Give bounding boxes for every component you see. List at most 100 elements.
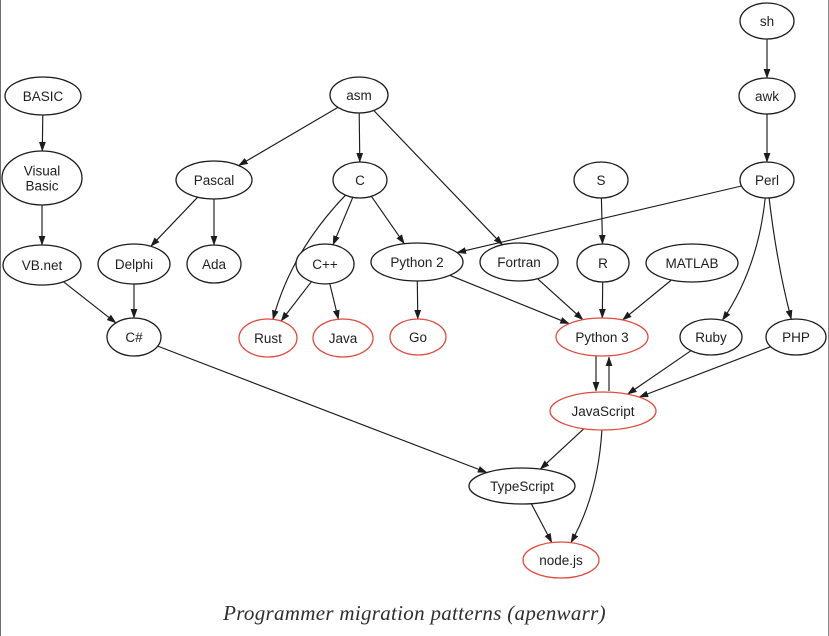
node-perl: Perl: [739, 161, 795, 199]
node-label: Go: [409, 330, 427, 345]
edge-python2-to-python3: [449, 274, 570, 325]
edge-typescript-to-nodejs: [530, 503, 553, 544]
edge-c-to-python2: [370, 195, 405, 245]
node-c: C: [332, 161, 388, 199]
node-label: JavaScript: [571, 404, 634, 419]
node-label: C: [355, 173, 365, 188]
node-label: MATLAB: [665, 256, 718, 271]
edge-asm-to-pascal: [238, 106, 339, 166]
edge-javascript-to-nodejs: [570, 429, 603, 544]
node-ellipse: [468, 467, 576, 505]
node-label: Java: [329, 331, 358, 346]
node-ellipse: [739, 2, 795, 40]
edge-vbnet-to-csharp: [63, 281, 117, 324]
edge-s-to-r: [598, 197, 606, 245]
node-ellipse: [295, 243, 355, 285]
node-sh: sh: [739, 2, 795, 40]
edge-cpp-to-java: [329, 283, 340, 320]
node-ellipse-highlighted: [555, 317, 649, 357]
node-label: Rust: [254, 331, 282, 346]
node-ellipse: [175, 160, 253, 200]
edge-perl-to-php: [768, 197, 793, 320]
node-r: R: [576, 243, 630, 283]
node-java: Java: [312, 318, 374, 358]
node-label: Python 3: [575, 330, 628, 345]
node-ellipse: [106, 317, 162, 357]
edge-fortran-to-python3: [537, 278, 584, 321]
node-typescript: TypeScript: [468, 467, 576, 505]
edge-python2-to-go: [414, 280, 422, 320]
edge-pascal-to-delphi: [150, 196, 199, 247]
node-label: Visual: [24, 163, 61, 178]
node-ellipse: [573, 161, 629, 199]
node-label: Fortran: [497, 255, 541, 270]
edge-matlab-to-python3: [622, 279, 672, 321]
node-ellipse-highlighted: [549, 391, 657, 431]
node-vbnet: VB.net: [2, 244, 82, 286]
node-basic: BASIC: [4, 76, 82, 116]
edge-basic-to-vbasic: [39, 114, 46, 152]
node-go: Go: [389, 318, 447, 356]
edge-c-to-cpp: [332, 197, 354, 246]
node-python3: Python 3: [555, 317, 649, 357]
node-pascal: Pascal: [175, 160, 253, 200]
node-label: Ruby: [695, 330, 727, 345]
node-label: BASIC: [23, 89, 64, 104]
node-ellipse: [679, 318, 743, 356]
node-label: Basic: [25, 178, 58, 193]
edge-asm-to-c: [356, 112, 364, 163]
node-matlab: MATLAB: [645, 243, 739, 283]
edge-javascript-to-typescript: [539, 428, 585, 470]
node-ellipse: [329, 76, 389, 114]
node-ruby: Ruby: [679, 318, 743, 356]
node-php: PHP: [765, 318, 827, 356]
node-label: C#: [125, 330, 143, 345]
node-label: TypeScript: [490, 479, 554, 494]
node-label: node.js: [539, 553, 583, 568]
edge-perl-to-python2: [456, 185, 742, 254]
edge-ruby-to-javascript: [627, 350, 692, 395]
node-ellipse: [1, 150, 83, 206]
node-ellipse: [645, 243, 739, 283]
node-ellipse: [370, 242, 464, 282]
node-label: Python 2: [390, 255, 443, 270]
node-ellipse-highlighted: [312, 318, 374, 358]
node-ellipse: [738, 77, 796, 115]
node-ellipse: [739, 161, 795, 199]
node-fortran: Fortran: [479, 242, 559, 282]
edge-php-to-javascript: [638, 346, 771, 398]
node-label: Delphi: [115, 257, 153, 272]
node-ellipse: [765, 318, 827, 356]
node-nodejs: node.js: [522, 541, 600, 579]
node-ada: Ada: [186, 244, 242, 284]
node-ellipse: [97, 243, 171, 285]
node-ellipse: [2, 244, 82, 286]
node-ellipse: [576, 243, 630, 283]
node-ellipse: [332, 161, 388, 199]
node-ellipse-highlighted: [389, 318, 447, 356]
node-rust: Rust: [238, 318, 298, 358]
node-ellipse: [479, 242, 559, 282]
node-awk: awk: [738, 77, 796, 115]
node-ellipse: [186, 244, 242, 284]
node-javascript: JavaScript: [549, 391, 657, 431]
node-label: R: [598, 256, 608, 271]
node-label: Perl: [755, 173, 779, 188]
node-asm: asm: [329, 76, 389, 114]
node-label: S: [596, 173, 605, 188]
node-s: S: [573, 161, 629, 199]
node-python2: Python 2: [370, 242, 464, 282]
node-delphi: Delphi: [97, 243, 171, 285]
node-label: VB.net: [22, 258, 63, 273]
node-label: sh: [760, 14, 774, 29]
node-csharp: C#: [106, 317, 162, 357]
edge-perl-to-ruby: [721, 197, 766, 321]
graph-caption: Programmer migration patterns (apenwarr): [223, 601, 606, 625]
node-ellipse-highlighted: [238, 318, 298, 358]
node-ellipse-highlighted: [522, 541, 600, 579]
node-cpp: C++: [295, 243, 355, 285]
node-ellipse: [4, 76, 82, 116]
